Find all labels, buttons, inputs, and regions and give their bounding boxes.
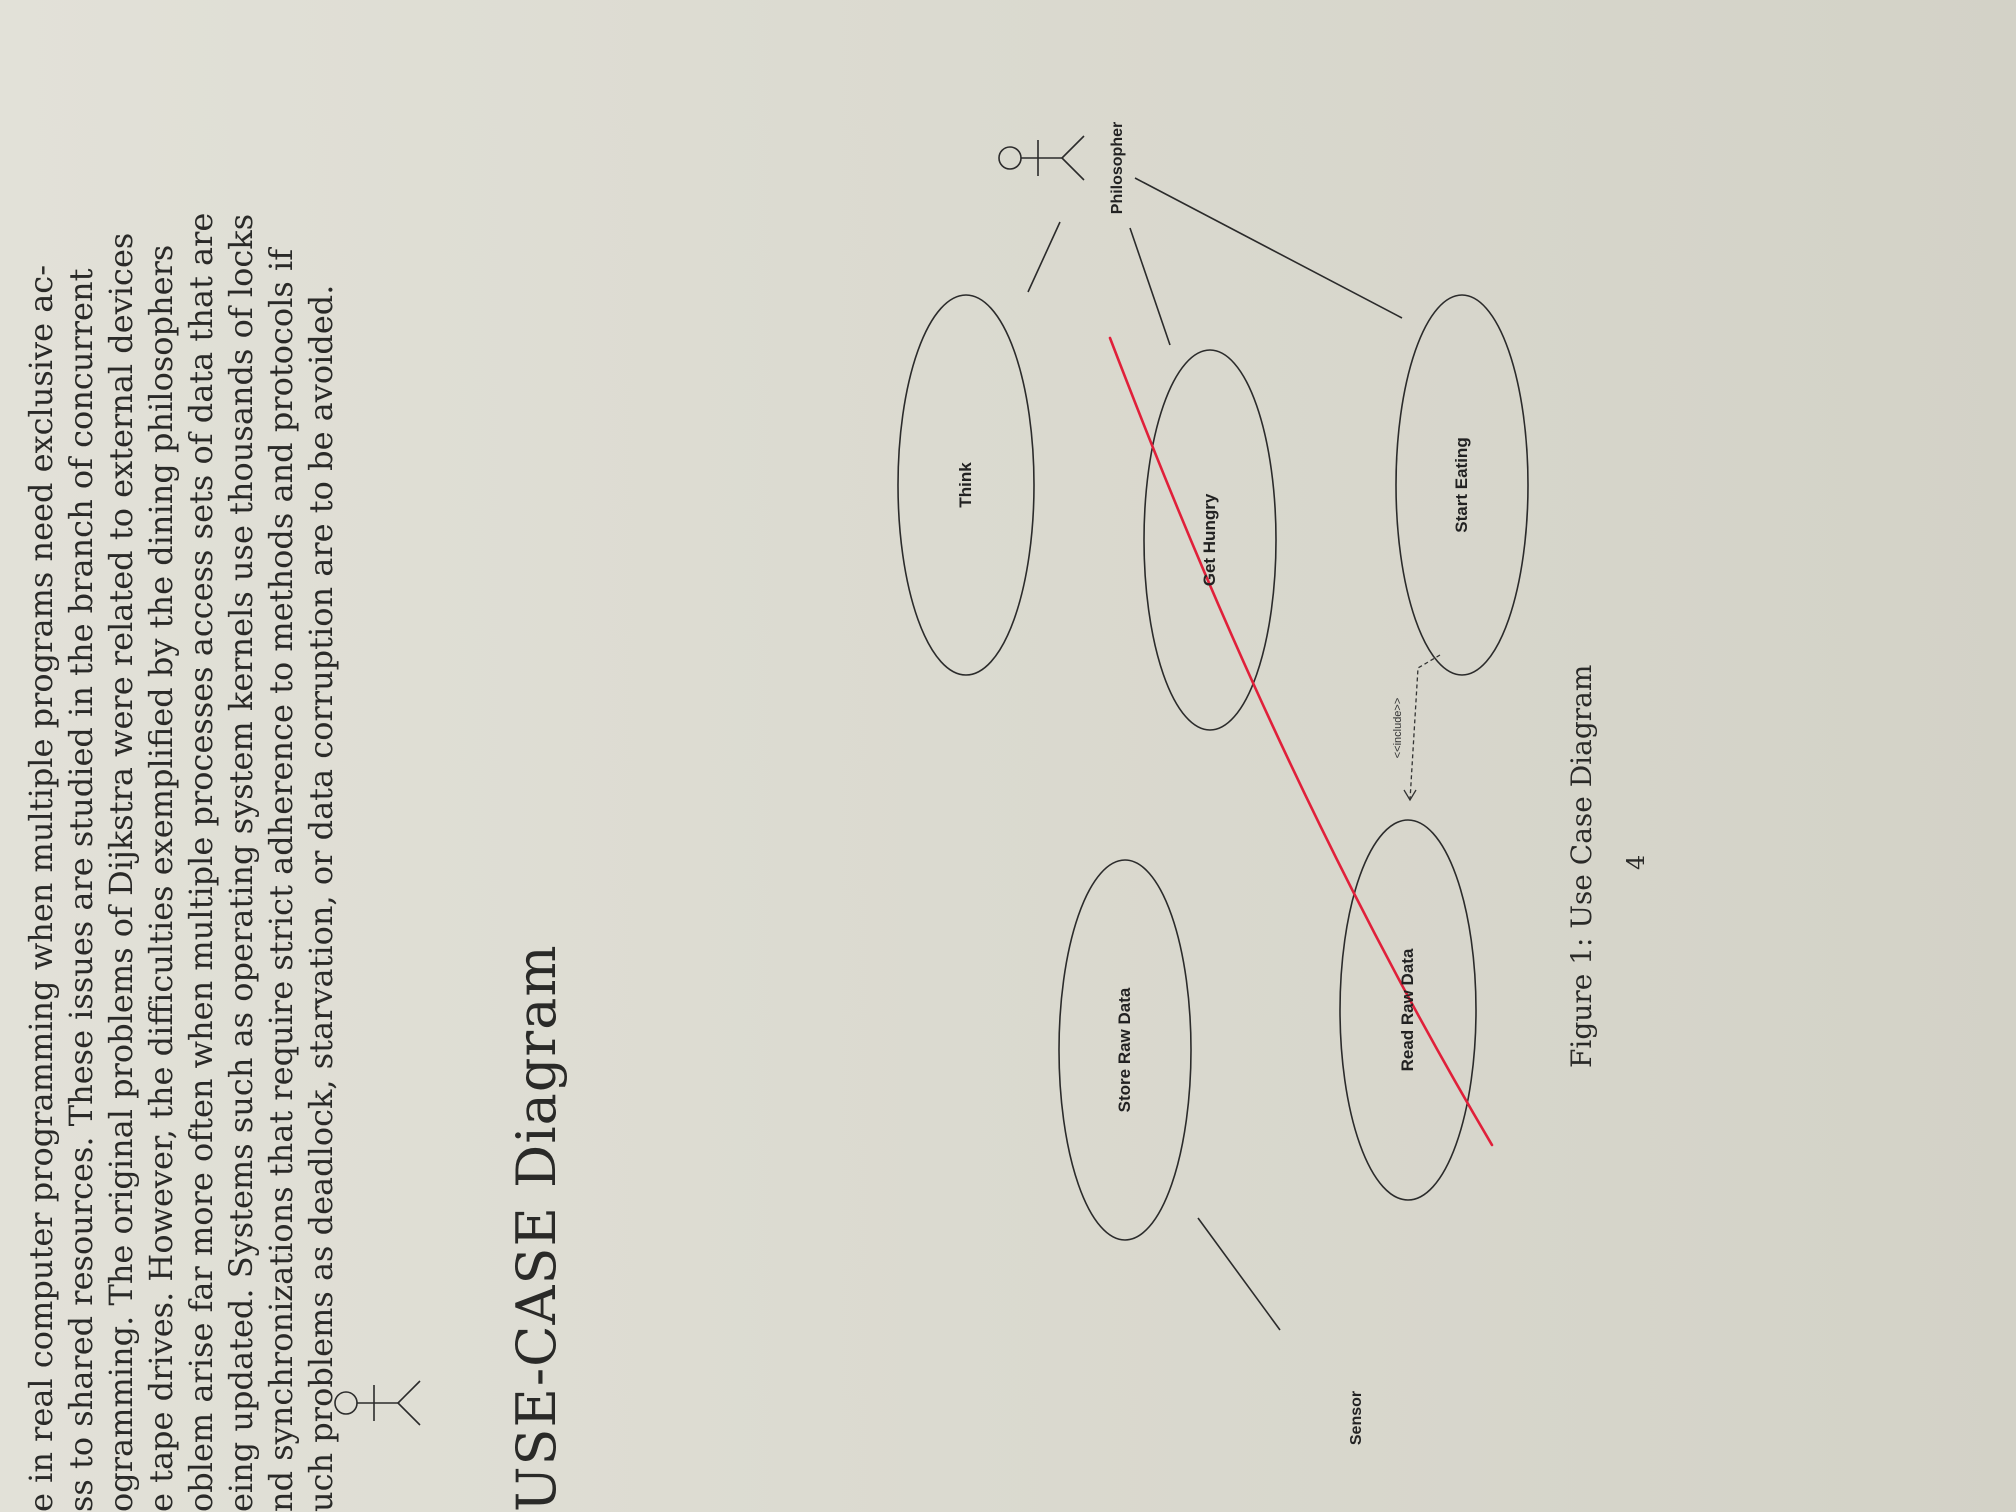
association-philosopher-think <box>1027 221 1061 293</box>
include-arrowhead <box>1403 789 1417 802</box>
actor-label-philosopher: Philosopher <box>1109 121 1126 215</box>
association-philosopher-get-hungry <box>1129 227 1171 346</box>
include-stereotype-label: <<include>> <box>1392 697 1404 759</box>
philosopher-actor-figure <box>998 135 1085 181</box>
include-dependency-line <box>1409 654 1441 801</box>
use-case-label-read-raw-data: Read Raw Data <box>1398 948 1417 1072</box>
use-case-label-get-hungry: Get Hungry <box>1200 493 1219 587</box>
use-case-ellipse-read-raw-data <box>1339 819 1477 1201</box>
use-case-label-think: Think <box>956 462 975 508</box>
use-case-ellipse-start-eating <box>1395 294 1529 676</box>
use-case-ellipse-store-raw-data <box>1058 859 1192 1241</box>
use-case-label-store-raw-data: Store Raw Data <box>1115 987 1134 1113</box>
figure-caption: Figure 1: Use Case Diagram <box>1565 664 1598 1068</box>
page-number: 4 <box>1622 854 1650 870</box>
association-philosopher-start-eating <box>1134 177 1403 319</box>
association-sensor-store-raw-data <box>1197 1217 1281 1331</box>
use-case-ellipse-think <box>897 294 1035 676</box>
red-pen-strike-line <box>1108 336 1494 1147</box>
use-case-label-start-eating: Start Eating <box>1452 437 1471 533</box>
sensor-actor-figure <box>334 1380 421 1426</box>
use-case-ellipse-get-hungry <box>1143 349 1277 731</box>
actor-label-sensor: Sensor <box>1348 1390 1365 1446</box>
